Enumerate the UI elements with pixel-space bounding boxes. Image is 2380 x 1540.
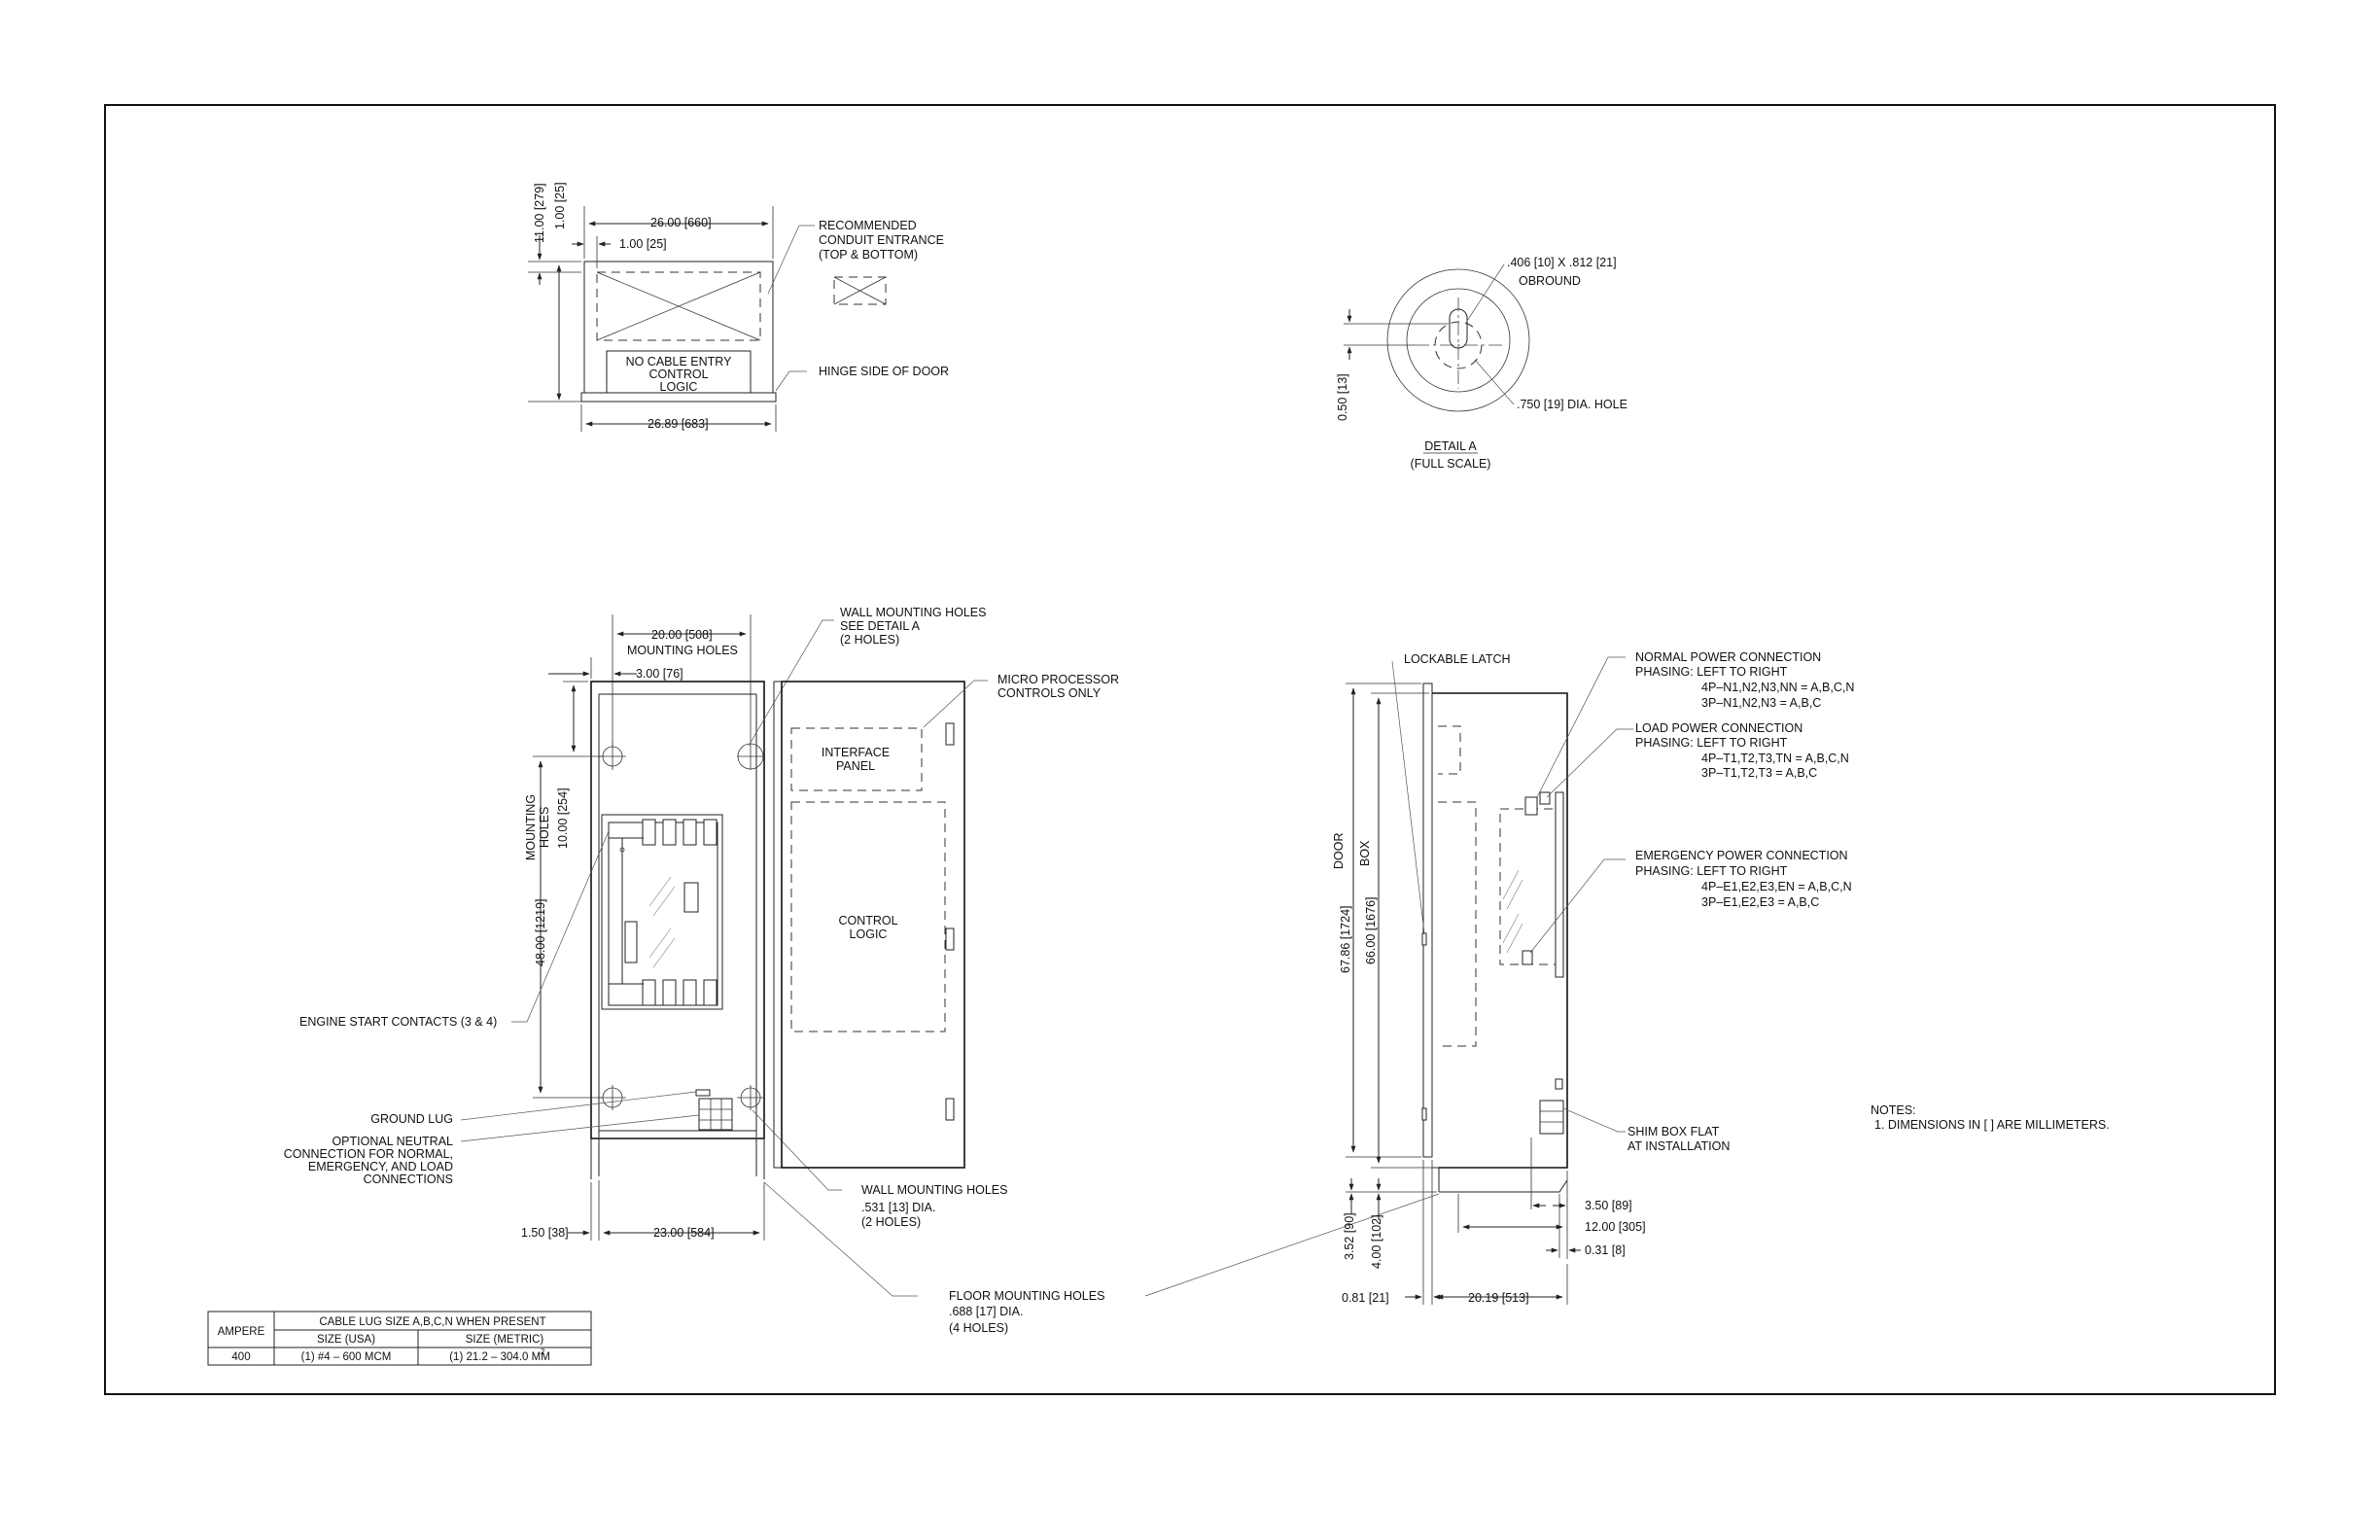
neutral-callout-2: CONNECTION FOR NORMAL, — [284, 1147, 453, 1161]
front-dim-vert: 48.00 [1219] — [534, 898, 547, 966]
table-cell-metric: (1) 21.2 – 304.0 MM — [449, 1351, 550, 1363]
front-dim-top: 10.00 [254] — [556, 788, 570, 849]
wall-bottom-callout-3: (2 HOLES) — [861, 1215, 921, 1229]
sheet-border — [104, 104, 2276, 1395]
table-col-usa: SIZE (USA) — [317, 1334, 375, 1346]
notes-title: NOTES: — [1871, 1103, 1916, 1117]
front-view-enclosure — [460, 614, 918, 1297]
wall-top-callout-3: (2 HOLES) — [840, 633, 899, 647]
wall-top-callout-2: SEE DETAIL A — [840, 619, 921, 633]
neutral-callout-1: OPTIONAL NEUTRAL — [332, 1135, 453, 1148]
notes-item-1: 1. DIMENSIONS IN [ ] ARE MILLIMETERS. — [1874, 1118, 2110, 1132]
detail-a-figure — [1344, 263, 1530, 454]
conduit-callout-3: (TOP & BOTTOM) — [819, 248, 918, 262]
load-callout-1: LOAD POWER CONNECTION — [1635, 721, 1802, 735]
side-dim-door: 67.86 [1724] — [1339, 905, 1352, 973]
shim-callout-1: SHIM BOX FLAT — [1628, 1125, 1720, 1138]
floor-callout-3: (4 HOLES) — [949, 1321, 1008, 1335]
door-view — [773, 680, 988, 1169]
emergency-callout-3: 4P–E1,E2,E3,EN = A,B,C,N — [1701, 880, 1852, 893]
wall-bottom-callout-2: .531 [13] DIA. — [861, 1201, 935, 1214]
normal-callout-4: 3P–N1,N2,N3 = A,B,C — [1701, 696, 1821, 710]
load-callout-3: 4P–T1,T2,T3,TN = A,B,C,N — [1701, 752, 1849, 765]
wall-bottom-callout-1: WALL MOUNTING HOLES — [861, 1183, 1007, 1197]
top-dim-overall: 26.89 [683] — [648, 417, 709, 431]
side-dim-350: 3.50 [89] — [1585, 1199, 1632, 1212]
conduit-callout-1: RECOMMENDED — [819, 219, 917, 232]
detail-a-title: DETAIL A — [1424, 439, 1477, 453]
table-cell-ampere: 400 — [231, 1351, 250, 1363]
latch-callout: LOCKABLE LATCH — [1404, 652, 1511, 666]
side-dim-box: 66.00 [1676] — [1364, 896, 1378, 964]
top-box-line-3: LOGIC — [660, 380, 698, 394]
detail-a-subtitle: (FULL SCALE) — [1411, 457, 1491, 471]
side-door-label: DOOR — [1332, 833, 1346, 870]
micro-callout-1: MICRO PROCESSOR — [998, 673, 1119, 686]
front-dim-side: 1.50 [38] — [521, 1226, 569, 1240]
side-dim-031: 0.31 [8] — [1585, 1243, 1626, 1257]
hinge-callout: HINGE SIDE OF DOOR — [819, 365, 949, 378]
front-mount-vert-label-2: HOLES — [538, 807, 551, 848]
conduit-callout-2: CONDUIT ENTRANCE — [819, 233, 944, 247]
normal-callout-3: 4P–N1,N2,N3,NN = A,B,C,N — [1701, 681, 1854, 694]
engine-start-callout: ENGINE START CONTACTS (3 & 4) — [299, 1015, 497, 1029]
table-header: CABLE LUG SIZE A,B,C,N WHEN PRESENT — [319, 1316, 545, 1328]
control-logic-1: CONTROL — [838, 914, 897, 928]
top-dim-width: 26.00 [660] — [650, 216, 712, 229]
side-dim-352: 3.52 [90] — [1343, 1212, 1356, 1260]
top-dim-lip: 1.00 [25] — [553, 182, 567, 229]
micro-callout-2: CONTROLS ONLY — [998, 686, 1102, 700]
interface-panel-2: PANEL — [836, 759, 875, 773]
table-col-ampere: AMPERE — [218, 1326, 265, 1338]
emergency-callout-1: EMERGENCY POWER CONNECTION — [1635, 849, 1848, 862]
top-box-line-2: CONTROL — [648, 368, 708, 381]
load-callout-2: PHASING: LEFT TO RIGHT — [1635, 736, 1788, 750]
interface-panel-1: INTERFACE — [822, 746, 890, 759]
detail-a-obround-1: .406 [10] X .812 [21] — [1507, 256, 1617, 269]
side-dim-1200: 12.00 [305] — [1585, 1220, 1646, 1234]
detail-a-hole: .750 [19] DIA. HOLE — [1517, 398, 1628, 411]
wall-top-callout-1: WALL MOUNTING HOLES — [840, 606, 986, 619]
side-view — [1144, 656, 1633, 1305]
neutral-callout-3: EMERGENCY, AND LOAD — [308, 1160, 453, 1173]
side-box-label: BOX — [1358, 840, 1372, 866]
front-dim-mount-width-2: MOUNTING HOLES — [627, 644, 738, 657]
ground-lug-callout: GROUND LUG — [370, 1112, 453, 1126]
side-dim-081: 0.81 [21] — [1342, 1291, 1389, 1305]
neutral-callout-4: CONNECTIONS — [364, 1172, 453, 1186]
front-dim-mount-width-1: 20.00 [508] — [651, 628, 713, 642]
normal-callout-2: PHASING: LEFT TO RIGHT — [1635, 665, 1788, 679]
top-dim-depth: 11.00 [279] — [533, 183, 546, 243]
detail-a-obround-2: OBROUND — [1519, 274, 1581, 288]
emergency-callout-2: PHASING: LEFT TO RIGHT — [1635, 864, 1788, 878]
top-box-line-1: NO CABLE ENTRY — [626, 355, 732, 368]
floor-callout-2: .688 [17] DIA. — [949, 1305, 1023, 1318]
floor-callout-1: FLOOR MOUNTING HOLES — [949, 1289, 1104, 1303]
shim-callout-2: AT INSTALLATION — [1628, 1139, 1730, 1153]
normal-callout-1: NORMAL POWER CONNECTION — [1635, 650, 1821, 664]
cable-lug-table — [207, 1311, 592, 1366]
front-mount-vert-label-1: MOUNTING — [524, 794, 538, 860]
control-logic-2: LOGIC — [850, 928, 888, 941]
load-callout-4: 3P–T1,T2,T3 = A,B,C — [1701, 766, 1817, 780]
side-dim-2019: 20.19 [513] — [1468, 1291, 1529, 1305]
front-dim-floor: 23.00 [584] — [653, 1226, 715, 1240]
front-dim-offset: 3.00 [76] — [636, 667, 683, 681]
table-cell-metric-sup: 2 — [541, 1348, 545, 1356]
top-dim-offset: 1.00 [25] — [619, 237, 667, 251]
table-cell-usa: (1) #4 – 600 MCM — [301, 1351, 392, 1363]
side-dim-400: 4.00 [102] — [1370, 1214, 1383, 1269]
top-view — [528, 206, 887, 432]
emergency-callout-4: 3P–E1,E2,E3 = A,B,C — [1701, 895, 1819, 909]
detail-a-dim: 0.50 [13] — [1336, 373, 1349, 421]
table-col-metric: SIZE (METRIC) — [466, 1334, 544, 1346]
